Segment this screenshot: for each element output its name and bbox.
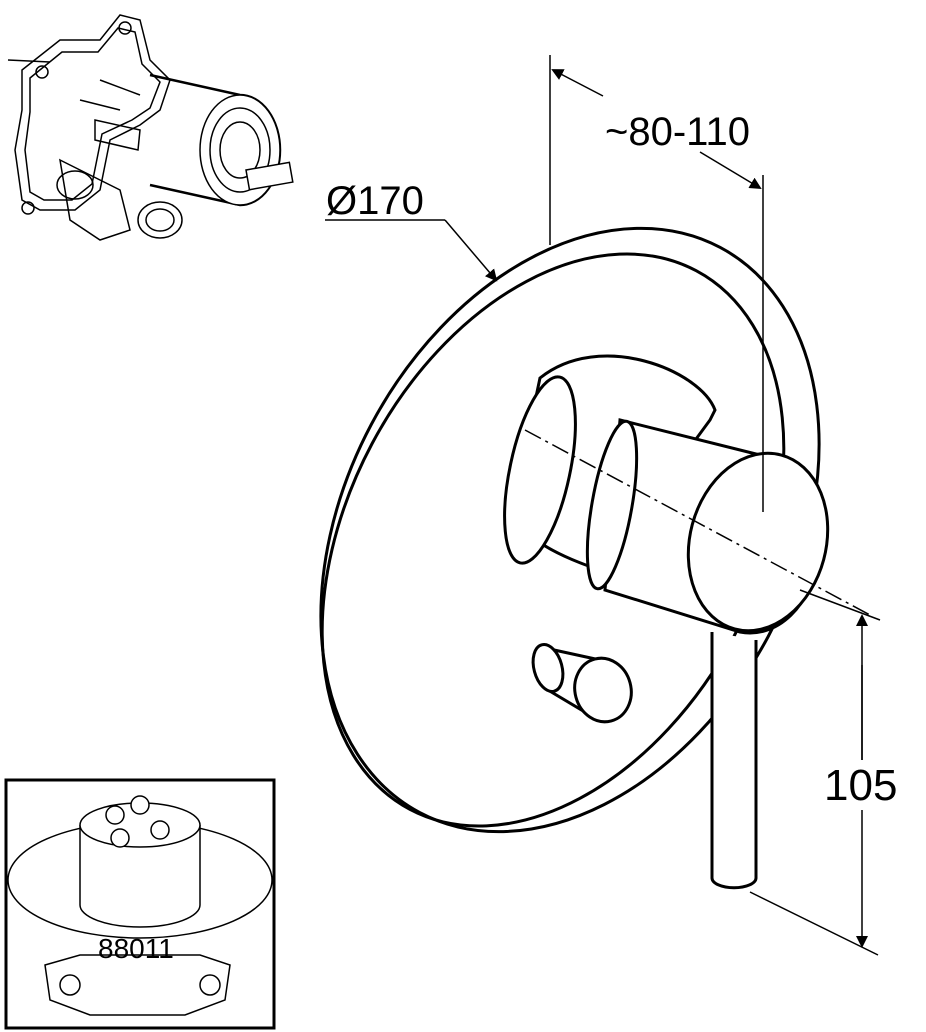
part-number-label: 88011 [98,933,174,964]
rough-in-valve-illustration [7,14,294,241]
height-label: 105 [824,761,897,810]
diverter-knob [531,643,633,724]
diameter-dimension: Ø170 [325,179,498,282]
mixer-handle [503,354,871,890]
diameter-label: Ø170 [326,179,424,223]
projection-label: ~80-110 [605,110,750,154]
inset-box: 88011 [4,778,276,1030]
projection-dimension: ~80-110 [549,55,764,512]
height-dimension: 105 [749,589,897,956]
